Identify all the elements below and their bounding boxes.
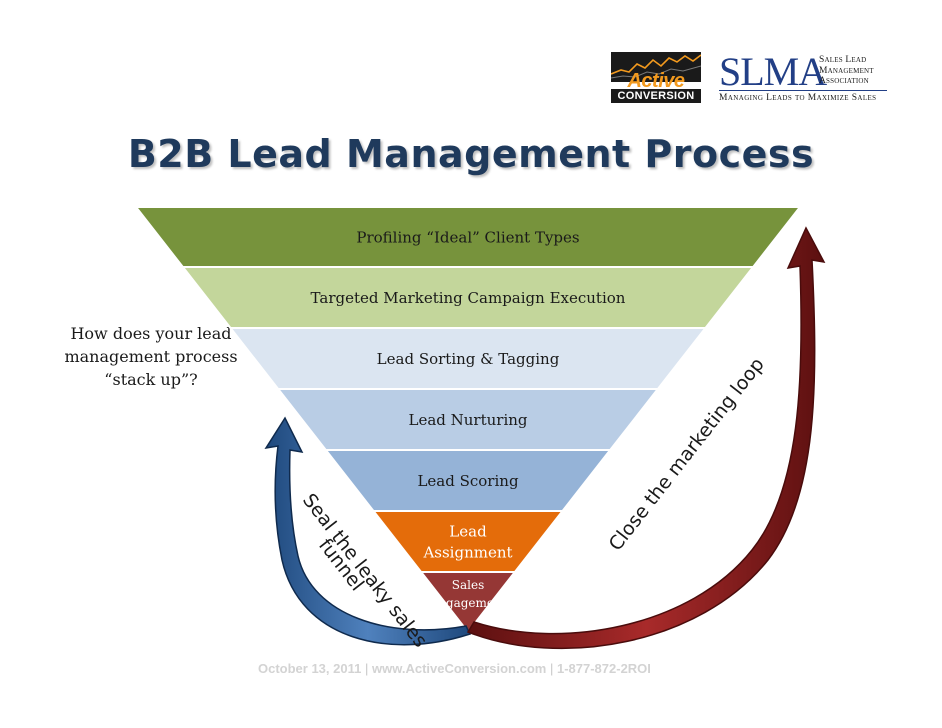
slma-logo: SLMA Sales Lead Management Association M…	[719, 49, 891, 103]
page-title: B2B Lead Management Process	[127, 132, 815, 176]
slma-name-line: Association	[819, 76, 869, 86]
side-question: How does your lead management process “s…	[62, 322, 240, 391]
funnel-layer-label: Engagement	[429, 596, 506, 610]
funnel-layer-label: Profiling “Ideal” Client Types	[356, 228, 579, 246]
funnel-layer-label: Sales	[452, 578, 484, 592]
funnel-layer	[419, 571, 517, 634]
funnel-layer-label: Lead Nurturing	[408, 411, 527, 429]
active-conversion-logo: Active CONVERSION	[611, 52, 701, 104]
funnel-layer-label: Assignment	[422, 543, 512, 561]
footer: October 13, 2011 | www.ActiveConversion.…	[258, 661, 651, 676]
logo-word-active: Active	[627, 70, 685, 92]
footer-phone: 1-877-872-2ROI	[556, 661, 651, 676]
close-loop-arrow	[466, 226, 826, 650]
logo-chart-graphic	[611, 52, 701, 82]
slma-divider	[719, 90, 887, 91]
funnel-layer-label: Lead Sorting & Tagging	[377, 350, 560, 368]
funnel-layer-label: Lead	[449, 522, 487, 540]
funnel-layer	[371, 510, 565, 573]
footer-separator: |	[364, 661, 369, 676]
side-question-line: management process	[64, 347, 238, 366]
side-question-line: How does your lead	[70, 324, 232, 343]
seal-funnel-arrow	[264, 416, 472, 646]
slma-logo-mark: SLMA	[719, 49, 827, 94]
footer-url[interactable]: www.ActiveConversion.com	[371, 661, 547, 676]
footer-separator: |	[549, 661, 554, 676]
funnel-layer-label: Targeted Marketing Campaign Execution	[311, 289, 626, 307]
slma-logo-name: Sales Lead Management Association	[819, 55, 874, 87]
funnel-layer-label: Lead Scoring	[417, 472, 518, 490]
slma-tagline: Managing Leads to Maximize Sales	[719, 93, 877, 103]
footer-date: October 13, 2011	[258, 661, 362, 676]
side-question-line: “stack up”?	[104, 370, 198, 389]
logo-word-conversion: CONVERSION	[611, 89, 701, 103]
slma-name-line: Sales Lead	[819, 55, 867, 65]
slma-name-line: Management	[819, 65, 874, 76]
